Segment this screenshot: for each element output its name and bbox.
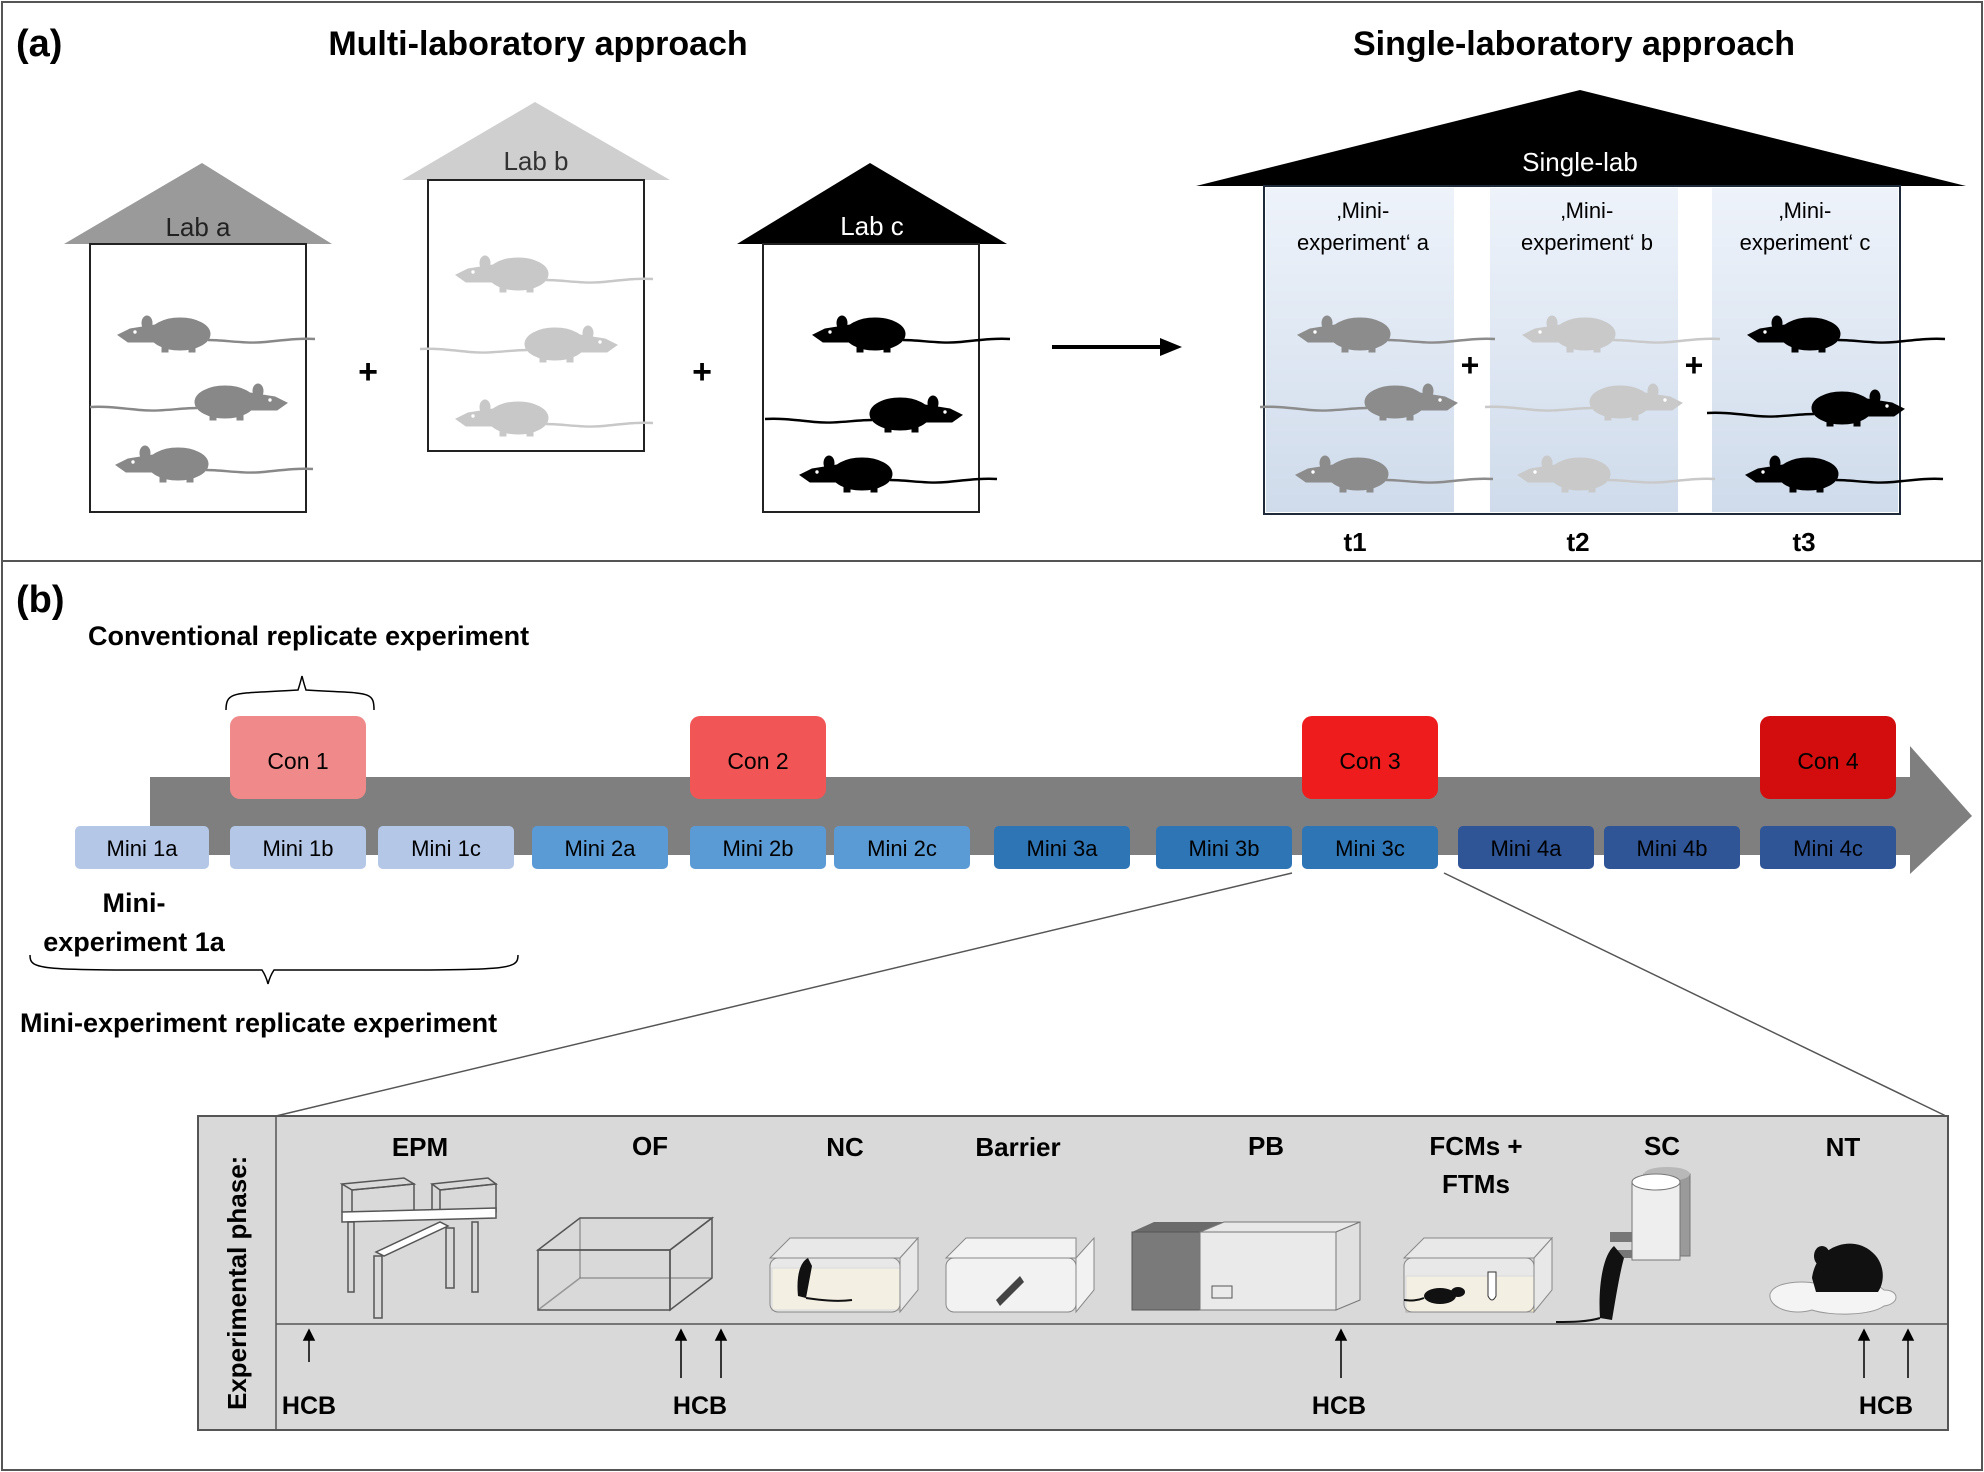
plus-sign: + [358, 353, 378, 391]
experimental-phase-label: Experimental phase: [222, 1156, 252, 1410]
mini-box: Mini 2b [690, 826, 826, 869]
conventional-brace [225, 675, 375, 711]
hcb-arrow [302, 1328, 316, 1362]
lab-c-house: Lab c [737, 163, 1012, 513]
mini-label: Mini 2b [723, 836, 794, 861]
mini-label: Mini 4b [1637, 836, 1708, 861]
of-box-icon [535, 1216, 715, 1312]
mini-label: Mini 4a [1491, 836, 1563, 861]
mini-replicate-label: Mini-experiment replicate experiment [20, 1008, 497, 1038]
panel-a-label: (a) [16, 23, 62, 65]
mini-exp-a-line2: experiment‘ a [1297, 230, 1430, 255]
lab-a-label: Lab a [165, 212, 231, 242]
mini-label: Mini 1a [107, 836, 179, 861]
plus-sign: + [692, 353, 712, 391]
mini-experiment-label-line2: experiment 1a [43, 927, 226, 957]
plus-sign: + [1461, 347, 1480, 383]
time-t2: t2 [1566, 527, 1589, 557]
test-label-pb: PB [1248, 1131, 1284, 1161]
mini-replicate-brace [29, 954, 519, 985]
hcb-label: HCB [673, 1392, 727, 1420]
mini-box: Mini 2a [532, 826, 668, 869]
test-label-nc: NC [826, 1132, 864, 1162]
con-box: Con 2 [690, 716, 826, 799]
mini-label: Mini 2c [867, 836, 937, 861]
mini-label: Mini 1b [263, 836, 334, 861]
mini-exp-b-line1: ‚Mini- [1561, 198, 1614, 223]
zoom-line [275, 872, 1293, 1117]
pb-box-icon [1131, 1221, 1361, 1311]
single-lab-title: Single-laboratory approach [1353, 25, 1795, 63]
lab-b-label-text: Lab b [503, 146, 568, 176]
lab-b-house: Lab b [402, 102, 670, 452]
mini-box: Mini 1c [378, 826, 514, 869]
hcb-arrow [1901, 1328, 1915, 1378]
hcb-arrow [714, 1328, 728, 1378]
mini-exp-c-line1: ‚Mini- [1779, 198, 1832, 223]
barrier-cage-icon [944, 1236, 1095, 1314]
sc-apparatus-icon [1555, 1167, 1691, 1323]
mini-exp-a-line1: ‚Mini- [1337, 198, 1390, 223]
con-label: Con 1 [267, 748, 328, 774]
transition-arrow [1052, 338, 1182, 356]
mini-box: Mini 3c [1302, 826, 1438, 869]
mini-exp-c-line2: experiment‘ c [1740, 230, 1871, 255]
conventional-replicate-label: Conventional replicate experiment [88, 621, 529, 651]
test-label-nt: NT [1826, 1132, 1861, 1162]
test-label-sc: SC [1644, 1131, 1680, 1161]
test-label-epm: EPM [392, 1132, 448, 1162]
mini-label: Mini 1c [411, 836, 481, 861]
single-lab-label: Single-lab [1522, 147, 1638, 177]
test-label-of: OF [632, 1131, 668, 1161]
fcm-cage-icon [1402, 1236, 1554, 1314]
panel-b-label: (b) [16, 579, 65, 621]
mini-label: Mini 3c [1335, 836, 1405, 861]
mini-box: Mini 1a [75, 826, 209, 869]
mini-box: Mini 4c [1760, 826, 1896, 869]
mini-experiment-label-line1: Mini- [103, 888, 166, 918]
hcb-arrow [1857, 1328, 1871, 1378]
mini-box: Mini 2c [834, 826, 970, 869]
test-label-fcms: FCMs + [1429, 1131, 1522, 1161]
lab-c-label: Lab c [840, 211, 904, 241]
mini-box: Mini 3b [1156, 826, 1292, 869]
hcb-label: HCB [1859, 1392, 1913, 1420]
con-box: Con 1 [230, 716, 366, 799]
single-lab-house: Single-lab ‚Mini- experiment‘ a ‚Mini- e… [1196, 90, 1966, 515]
time-t1: t1 [1343, 527, 1366, 557]
nc-cage-icon [768, 1236, 920, 1314]
test-label-barrier: Barrier [975, 1132, 1060, 1162]
hcb-arrow [674, 1328, 688, 1378]
mini-exp-b-line2: experiment‘ b [1521, 230, 1653, 255]
con-box: Con 4 [1760, 716, 1896, 799]
mini-label: Mini 3a [1027, 836, 1099, 861]
time-t3: t3 [1792, 527, 1815, 557]
mini-box: Mini 4b [1604, 826, 1740, 869]
mini-label: Mini 4c [1793, 836, 1863, 861]
con-label: Con 2 [727, 748, 788, 774]
mini-label: Mini 2a [565, 836, 637, 861]
multi-lab-title: Multi-laboratory approach [328, 25, 747, 63]
hcb-arrow [1334, 1328, 1348, 1378]
plus-sign: + [1685, 347, 1704, 383]
con-box: Con 3 [1302, 716, 1438, 799]
hcb-label: HCB [282, 1392, 336, 1420]
hcb-label: HCB [1312, 1392, 1366, 1420]
lab-a-house: Lab a [64, 163, 332, 513]
mini-box: Mini 4a [1458, 826, 1594, 869]
con-label: Con 3 [1339, 748, 1400, 774]
mini-box: Mini 3a [994, 826, 1130, 869]
mini-box: Mini 1b [230, 826, 366, 869]
mini-label: Mini 3b [1189, 836, 1260, 861]
con-label: Con 4 [1797, 748, 1859, 774]
test-label-ftms: FTMs [1442, 1169, 1510, 1199]
zoom-line [1443, 872, 1947, 1117]
nt-nest-icon [1769, 1243, 1897, 1315]
epm-apparatus-icon [339, 1177, 498, 1319]
